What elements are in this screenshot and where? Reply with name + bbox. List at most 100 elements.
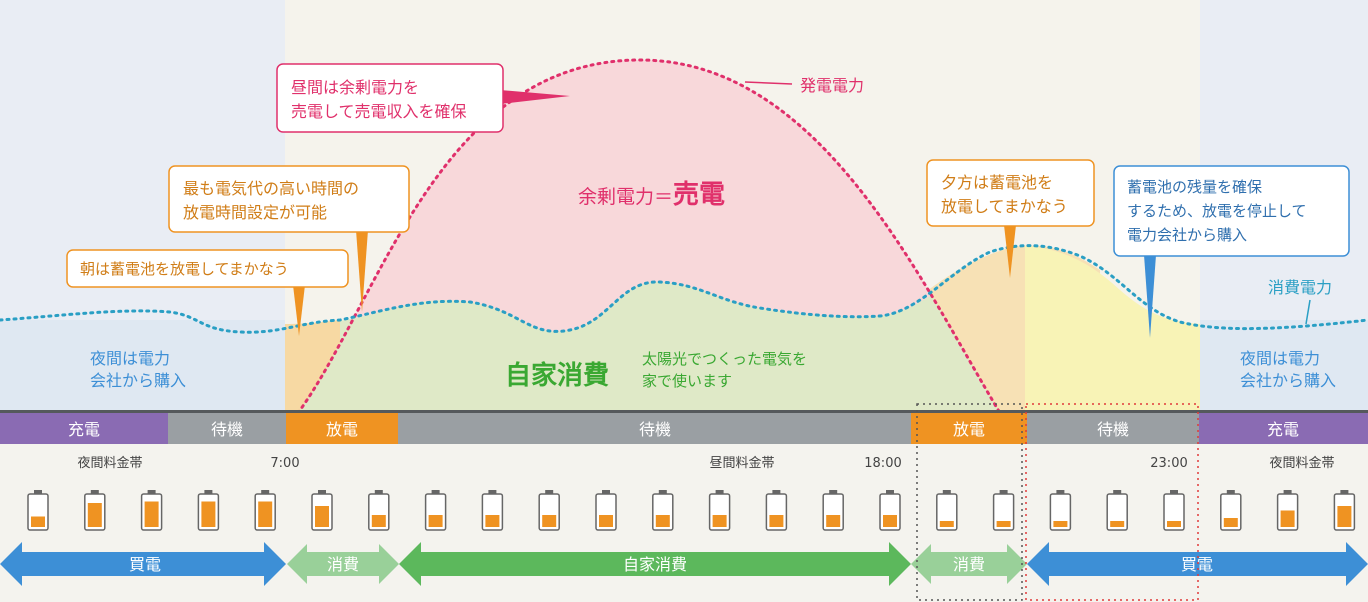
callout-night-line1: 蓄電池の残量を確保 <box>1127 178 1262 196</box>
arrow-label: 自家消費 <box>623 555 687 574</box>
solar-note-line1: 太陽光でつくった電気を <box>642 350 807 368</box>
arrow-label: 消費 <box>327 555 359 574</box>
callout-peak-line1: 最も電気代の高い時間の <box>183 179 359 198</box>
battery-icon <box>992 490 1015 531</box>
battery-cap <box>90 490 99 494</box>
battery-icon <box>595 490 617 531</box>
battery-cap <box>545 490 554 494</box>
status-charge-right <box>1199 413 1368 444</box>
status-discharge-2 <box>911 413 1027 444</box>
battery-cap <box>261 490 270 494</box>
battery-level <box>428 515 443 527</box>
status-label: 待機 <box>639 420 671 439</box>
battery-cap <box>374 490 383 494</box>
battery-cap <box>658 490 667 494</box>
battery-level <box>826 515 841 527</box>
battery-icon <box>368 490 390 531</box>
battery-level <box>769 515 784 527</box>
battery-level <box>996 521 1011 527</box>
generation-label: 発電電力 <box>744 76 864 95</box>
self-consumption-overlay <box>298 276 1000 413</box>
status-label: 待機 <box>1097 420 1129 439</box>
battery-icon <box>84 490 106 531</box>
battery-icon <box>27 490 49 531</box>
battery-level <box>1053 521 1068 527</box>
battery-cap <box>34 490 42 494</box>
callout-morning-text: 朝は蓄電池を放電してまかなう <box>80 260 289 278</box>
rate-label: 夜間料金帯 <box>77 455 142 471</box>
battery-icon <box>936 490 958 531</box>
status-standby-2 <box>398 413 911 444</box>
callout-evening: 夕方は蓄電池を 放電してまかなう <box>926 159 1095 278</box>
battery-cap <box>715 490 724 494</box>
status-label: 充電 <box>68 420 100 439</box>
battery-icon <box>708 490 731 531</box>
arrow-label: 消費 <box>953 555 985 574</box>
battery-level <box>258 501 273 527</box>
status-label: 放電 <box>953 420 985 439</box>
battery-icon <box>254 490 276 531</box>
status-standby-3 <box>1027 413 1199 444</box>
battery-level <box>1167 521 1181 527</box>
night-left-line2: 会社から購入 <box>90 371 186 390</box>
battery-icon <box>879 490 901 531</box>
callout-night: 蓄電池の残量を確保 するため、放電を停止して 電力会社から購入 <box>1113 165 1350 338</box>
consumption-label: 消費電力 <box>1268 278 1332 325</box>
arrow-buy-left <box>0 542 286 586</box>
callout-peak-line2: 放電時間設定が可能 <box>183 203 327 222</box>
battery-level <box>712 515 727 527</box>
battery-level <box>939 521 954 527</box>
battery-icon <box>1220 490 1242 531</box>
callout-evening-line1: 夕方は蓄電池を <box>941 173 1053 192</box>
battery-cap <box>1170 490 1178 494</box>
callout-night-line2: するため、放電を停止して <box>1127 202 1307 220</box>
battery-icon <box>1276 490 1299 531</box>
battery-icon <box>652 490 674 531</box>
battery-level <box>1337 506 1352 527</box>
battery-icon <box>1106 490 1128 531</box>
consumption-label-text: 消費電力 <box>1268 278 1332 297</box>
battery-level <box>599 515 613 527</box>
battery-icon <box>1049 490 1072 531</box>
battery-cap <box>942 490 951 494</box>
surplus-main: 売電 <box>673 180 725 210</box>
self-consumption-title: 自家消費 <box>505 360 609 391</box>
battery-icon <box>1333 490 1356 531</box>
battery-icon <box>481 490 504 531</box>
battery-level <box>31 516 45 527</box>
rate-labels: 夜間料金帯 7:00 昼間料金帯 18:00 23:00 夜間料金帯 <box>77 455 1334 471</box>
generation-line <box>296 58 1002 415</box>
battery-cap <box>431 490 440 494</box>
battery-icon <box>311 490 333 531</box>
battery-cap <box>318 490 326 494</box>
arrow-consume-2 <box>911 544 1027 584</box>
battery-icon <box>1163 490 1185 531</box>
callout-day-line2: 売電して売電収入を確保 <box>291 102 467 121</box>
time-label: 23:00 <box>1150 456 1187 471</box>
battery-cap <box>602 490 610 494</box>
battery-cap <box>886 490 894 494</box>
status-standby-1 <box>168 413 286 444</box>
generation-label-text: 発電電力 <box>800 76 864 95</box>
battery-level <box>87 503 102 527</box>
battery-icon <box>538 490 560 531</box>
battery-level <box>1280 510 1295 527</box>
arrow-label: 買電 <box>1181 555 1213 574</box>
battery-icon <box>140 490 163 531</box>
highlight-frame-night <box>1025 403 1199 601</box>
battery-level <box>315 506 329 527</box>
surplus-prefix: 余剰電力＝ <box>578 186 673 208</box>
solar-note-line2: 家で使います <box>642 372 732 390</box>
battery-level <box>655 515 670 527</box>
callout-morning: 朝は蓄電池を放電してまかなう <box>66 249 349 336</box>
arrow-label: 買電 <box>129 555 161 574</box>
status-charge-left <box>0 413 168 444</box>
arrow-self-consumption <box>399 542 911 586</box>
battery-cap <box>147 490 156 494</box>
arrow-consume-1 <box>287 544 399 584</box>
status-discharge-1 <box>286 413 398 444</box>
battery-icon <box>424 490 447 531</box>
battery-icon <box>197 490 220 531</box>
battery-row <box>27 490 1356 531</box>
